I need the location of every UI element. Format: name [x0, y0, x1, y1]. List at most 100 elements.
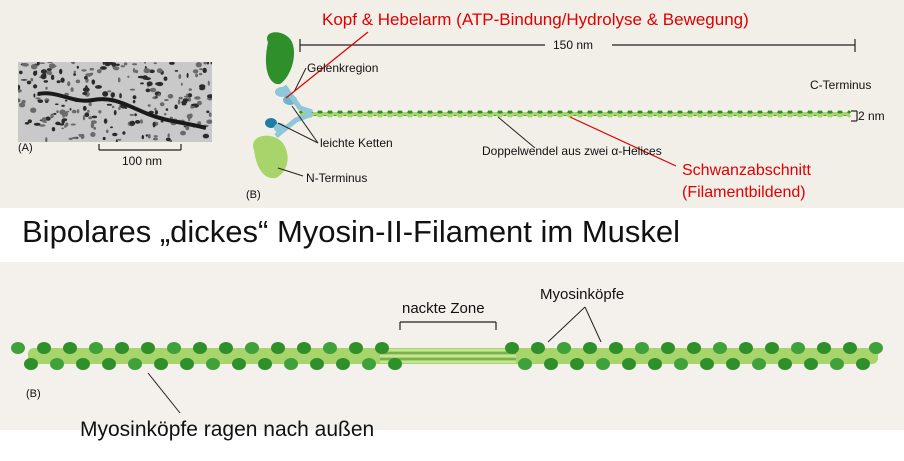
em-speckle [33, 122, 41, 126]
em-speckle [46, 68, 52, 72]
em-speckle [82, 87, 90, 93]
helix-strand-segment [838, 112, 852, 118]
em-speckle [145, 88, 151, 93]
em-speckle [110, 126, 113, 129]
myosin-head [297, 342, 311, 354]
myosin-head [817, 342, 831, 354]
em-speckle [203, 62, 208, 65]
em-speckle [167, 133, 170, 138]
myosin-head [63, 342, 77, 354]
em-speckle [156, 68, 163, 74]
panel-a-label: (A) [18, 142, 33, 154]
myosin-head [830, 358, 844, 370]
em-speckle [82, 115, 86, 121]
em-speckle [43, 73, 47, 77]
em-speckle [180, 130, 186, 136]
myosin-head [206, 358, 220, 370]
em-speckle [100, 66, 107, 70]
myosin-head [115, 342, 129, 354]
n-terminus-label: N-Terminus [306, 171, 368, 185]
em-speckle [187, 97, 192, 102]
c-terminus-label: C-Terminus [810, 78, 872, 92]
myosin-head [258, 358, 272, 370]
em-speckle [186, 72, 189, 78]
em-speckle [177, 99, 181, 105]
em-speckle [115, 63, 120, 66]
em-speckle [91, 79, 96, 85]
em-speckle [165, 137, 171, 142]
em-speckle [91, 115, 98, 119]
em-speckle [199, 68, 203, 71]
myosin-heads [252, 32, 313, 179]
em-speckle [93, 126, 97, 130]
em-speckle [145, 134, 148, 137]
em-speckle [55, 103, 59, 105]
em-speckle [107, 90, 112, 93]
em-speckle [192, 69, 199, 74]
lower-head [252, 135, 288, 179]
myosin-head [167, 342, 181, 354]
em-speckle [119, 93, 122, 99]
em-speckle [21, 63, 29, 67]
em-speckle [154, 107, 157, 111]
em-speckle [98, 110, 102, 114]
em-speckle [198, 72, 203, 76]
section-title: Bipolares „dickes“ Myosin-II-Filament im… [22, 214, 681, 249]
em-speckle [178, 74, 182, 79]
em-speckle [43, 80, 49, 83]
em-speckle [73, 73, 76, 76]
em-speckle [80, 133, 85, 140]
em-speckle [106, 129, 109, 134]
em-speckle [155, 82, 163, 86]
em-myosin-molecule [37, 91, 207, 130]
em-speckle [129, 120, 136, 126]
light-chain [265, 118, 277, 128]
em-speckle [178, 96, 183, 100]
width-label: 2 nm [858, 109, 885, 123]
em-speckle [199, 86, 205, 91]
em-speckle [134, 113, 137, 117]
myosin-head [739, 342, 753, 354]
em-speckle [137, 75, 145, 79]
em-speckle [112, 132, 118, 137]
width-bracket [851, 110, 858, 122]
em-speckle [82, 92, 88, 95]
em-speckle [154, 96, 158, 98]
em-speckle [61, 127, 64, 130]
myosin-head [687, 342, 701, 354]
em-speckle [96, 85, 102, 89]
em-speckle [123, 62, 128, 66]
myosin-head [310, 358, 324, 370]
em-speckle [110, 62, 113, 66]
em-speckle [45, 100, 49, 103]
myosin-head [531, 342, 545, 354]
em-speckle [143, 68, 151, 74]
em-speckle [180, 82, 183, 86]
electron-micrograph [18, 62, 212, 142]
myosin-head [518, 358, 532, 370]
em-speckle [33, 84, 38, 89]
myosin-head [856, 358, 870, 370]
myosin-head [505, 342, 519, 354]
em-speckle [146, 81, 153, 87]
em-speckle [37, 99, 44, 103]
em-speckle [152, 121, 156, 128]
em-speckle [103, 118, 108, 124]
em-speckle [88, 102, 92, 107]
myosin-head [219, 342, 233, 354]
em-speckle [111, 105, 115, 109]
scale-bar-a [98, 144, 182, 151]
gelenkregion-label: Gelenkregion [307, 61, 379, 75]
em-speckle [96, 69, 102, 74]
em-speckle [30, 107, 37, 113]
em-speckle [84, 75, 88, 80]
em-speckle [18, 84, 21, 90]
myosin-head [76, 358, 90, 370]
em-speckle [24, 122, 30, 125]
myosin-head [609, 342, 623, 354]
em-speckle [159, 102, 165, 107]
em-speckle [197, 100, 202, 106]
myosin-head [765, 342, 779, 354]
em-speckle [144, 77, 151, 81]
em-speckle [45, 137, 48, 142]
